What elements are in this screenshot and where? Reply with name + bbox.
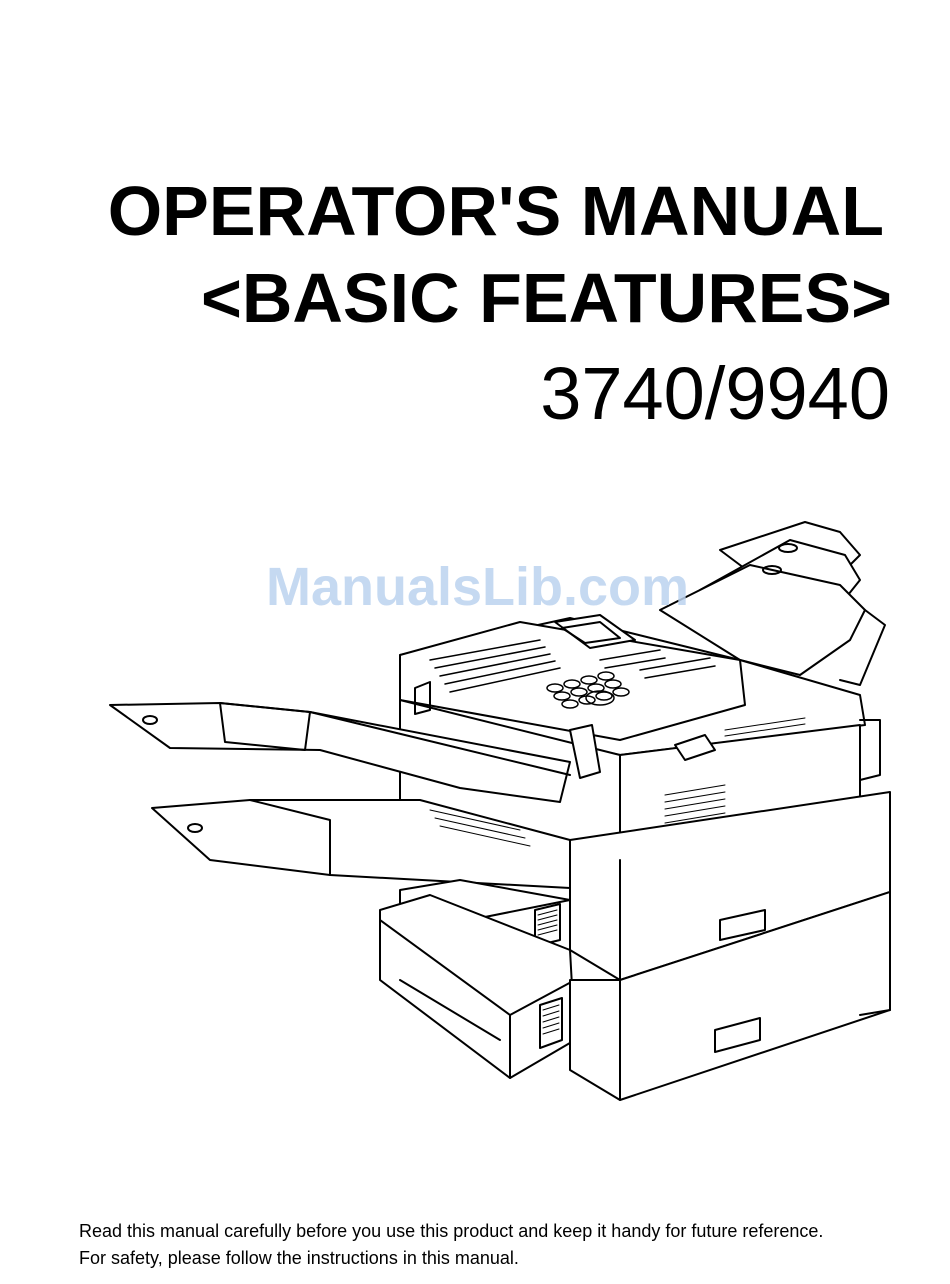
manualslib-watermark: ManualsLib.com bbox=[266, 560, 689, 614]
notice-safety: For safety, please follow the instructio… bbox=[79, 1249, 519, 1267]
notice-read-manual: Read this manual carefully before you us… bbox=[79, 1222, 823, 1240]
manual-subtitle: <BASIC FEATURES> bbox=[201, 263, 892, 333]
manual-title: OPERATOR'S MANUAL bbox=[108, 176, 884, 246]
model-number: 3740/9940 bbox=[540, 357, 890, 431]
